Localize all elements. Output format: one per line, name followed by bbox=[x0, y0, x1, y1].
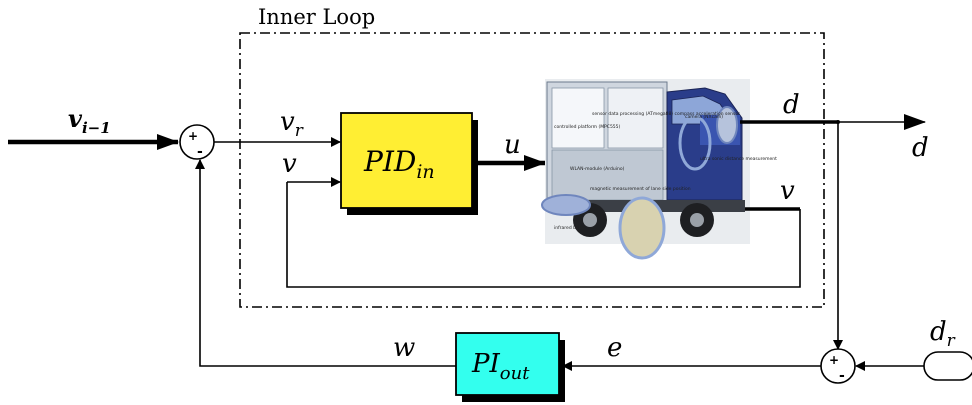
reference-source-d-r bbox=[923, 351, 972, 381]
label-v-feedback: v bbox=[780, 176, 795, 206]
sum-bottom-plus-sign: + bbox=[829, 353, 839, 367]
label-d-inner: d bbox=[783, 90, 800, 120]
pi-block bbox=[455, 332, 560, 396]
inner-loop-label: Inner Loop bbox=[258, 5, 375, 29]
sum-bottom-minus-sign: - bbox=[839, 368, 845, 384]
label-d-output: d bbox=[912, 133, 929, 163]
label-v-r: vr bbox=[280, 107, 304, 141]
truck-label-magnetic: magnetic measurement of lane side positi… bbox=[590, 186, 691, 192]
inner-loop-boundary bbox=[239, 32, 825, 308]
label-v-prev: vi−1 bbox=[68, 104, 111, 137]
truck-label-sensor: sensor data processing (ATmega88) compas… bbox=[592, 111, 740, 117]
pi-block-label: PIout bbox=[471, 349, 530, 384]
truck-label-infrared: infrared LEDs bbox=[554, 225, 585, 231]
pid-block-label: PIDin bbox=[363, 145, 435, 183]
truck-label-wlan: WLAN-module (Arduino) bbox=[570, 166, 625, 172]
truck-label-platform: controlled platform (MPC555) bbox=[554, 124, 621, 130]
label-w: w bbox=[393, 333, 415, 363]
label-d-r: dr bbox=[930, 317, 956, 351]
pid-block bbox=[340, 112, 473, 209]
label-v-inner: v bbox=[282, 149, 297, 179]
sum-top-plus-sign: + bbox=[188, 129, 198, 143]
label-u: u bbox=[504, 130, 521, 160]
label-e: e bbox=[607, 333, 622, 363]
inner-feedback-path bbox=[286, 182, 801, 288]
truck-label-ultrasonic: ultra sonic distance measurement bbox=[700, 156, 777, 162]
sum-top-minus-sign: - bbox=[197, 144, 203, 160]
truck-label-camera: camera (NXcam) bbox=[685, 114, 723, 120]
outer-feedback-path-w bbox=[195, 159, 456, 367]
truck-photo: controlled platform (MPC555) sensor data… bbox=[541, 79, 777, 260]
